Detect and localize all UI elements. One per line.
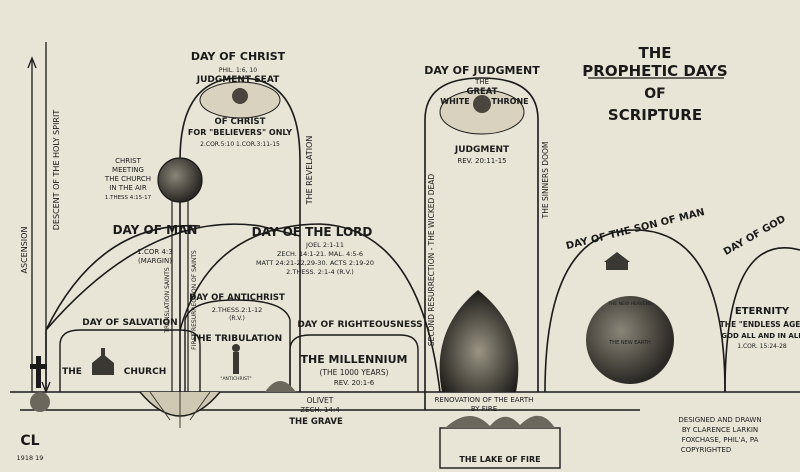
new-heavens-tent <box>604 252 630 270</box>
antichrist-figure <box>232 344 240 374</box>
tribulation-label: THE TRIBULATION <box>192 334 282 344</box>
sinners-doom-label: THE SINNERS DOOM <box>541 142 550 220</box>
day-of-man-arch <box>45 223 301 392</box>
cross-icon <box>30 356 47 388</box>
judgment-throne: THRONE <box>491 97 528 106</box>
day-of-judgment-title: DAY OF JUDGMENT <box>424 64 540 77</box>
translation-label: TRANSLATION SAINTS <box>164 267 171 334</box>
day-of-man-arch-left <box>45 224 201 331</box>
renovation-flame <box>439 290 519 392</box>
millennium-title: THE MILLENNIUM <box>300 353 407 366</box>
credit-l3: FOXCHASE, PHIL'A, PA <box>682 436 759 444</box>
day-of-christ-arch <box>179 77 301 392</box>
day-of-lord-title: DAY OF THE LORD <box>252 225 373 239</box>
day-of-judgment-arch <box>424 77 539 410</box>
eternity-ages: THE "ENDLESS AGE" <box>720 320 800 329</box>
day-of-christ-ref: PHIL. 1:6, 10 <box>219 67 257 74</box>
church-icon <box>92 348 114 375</box>
day-of-salvation-box <box>59 329 201 392</box>
lake-of-fire <box>439 415 561 469</box>
lord-refs2: ZECH. 14:1-21. MAL. 4:5-6 <box>277 250 363 258</box>
antichrist-ref2: (R.V.) <box>229 315 245 322</box>
judgment-white: WHITE <box>440 97 469 106</box>
descent-label: DESCENT OF THE HOLY SPIRIT <box>52 110 61 231</box>
ground-line <box>10 391 800 411</box>
new-heavens-label: THE NEW HEAVENS <box>607 301 652 307</box>
christ-refs: 2.COR.5:10 1.COR.3:11-15 <box>200 141 280 148</box>
grave-bowl <box>139 391 221 428</box>
lord-refs1: JOEL 2:1-11 <box>305 241 344 249</box>
son-of-man-title: DAY OF THE SON OF MAN <box>565 207 706 252</box>
millennium-box <box>289 334 419 392</box>
ascension-label: ASCENSION <box>20 227 29 274</box>
white-throne-figure <box>473 95 491 113</box>
believers-label: FOR "BELIEVERS" ONLY <box>188 128 292 137</box>
monogram-date: 1918 19 <box>17 454 44 462</box>
new-earth-label: THE NEW EARTH <box>608 340 651 346</box>
antichrist-title: DAY OF ANTICHRIST <box>189 293 285 303</box>
ascension-hill <box>30 392 50 412</box>
church-the: THE <box>62 367 82 377</box>
millennium-ref: REV. 20:1-6 <box>334 379 375 387</box>
antichrist-statue-label: "ANTICHRIST" <box>220 376 251 382</box>
lake-label: THE LAKE OF FIRE <box>459 455 540 464</box>
antichrist-ref1: 2.THESS.2:1-12 <box>212 306 263 314</box>
eternity-ref: 1.COR. 15:24-28 <box>737 343 787 350</box>
revelation-label: THE REVELATION <box>305 136 314 206</box>
tribulation-arch <box>184 299 291 392</box>
day-of-christ-title: DAY OF CHRIST <box>191 50 286 63</box>
christ-meeting-l2: MEETING <box>112 166 144 174</box>
credit-l2: BY CLARENCE LARKIN <box>682 426 758 434</box>
title-line1: THE <box>638 44 671 62</box>
olivet-name: OLIVET <box>307 396 334 405</box>
new-earth-globe <box>586 296 674 384</box>
christ-meeting-globe <box>157 157 203 203</box>
lord-refs3: MATT 24:21-22,29-30. ACTS 2:19-20 <box>256 259 374 267</box>
first-resurrection-label: FIRST RESURRECTION OF SAINTS <box>191 250 198 350</box>
judgment-great: GREAT <box>466 87 497 97</box>
second-resurrection-label: SECOND RESURRECTION - THE WICKED DEAD <box>427 174 436 346</box>
christ-meeting-ref: 1.THESS 4:15-17 <box>105 195 152 201</box>
christ-meeting-l1: CHRIST <box>115 157 142 165</box>
day-of-man-ref1: 1.COR 4:3 <box>137 248 172 256</box>
eternity-god: GOD ALL AND IN ALL <box>721 332 800 340</box>
title-line4: SCRIPTURE <box>608 106 702 124</box>
title-line3: OF <box>644 86 665 102</box>
judgment-the: THE <box>474 78 489 86</box>
credit-l4: COPYRIGHTED <box>681 446 731 454</box>
lord-refs4: 2.THESS. 2:1-4 (R.V.) <box>286 268 354 276</box>
day-of-man-ref2: (MARGIN) <box>138 257 172 265</box>
judgment-word: JUDGMENT <box>454 145 510 155</box>
son-of-man-arch <box>544 229 726 393</box>
monogram: CL <box>20 433 39 449</box>
credit-l1: DESIGNED AND DRAWN <box>678 416 761 424</box>
day-of-god-title: DAY OF GOD <box>722 214 788 258</box>
church-word: CHURCH <box>124 367 167 377</box>
righteousness-label: DAY OF RIGHTEOUSNESS <box>297 320 422 330</box>
millennium-years: (THE 1000 YEARS) <box>319 368 388 377</box>
judgment-seat-label: JUDGMENT SEAT <box>196 75 280 85</box>
day-of-lord-arch <box>179 223 441 393</box>
christ-meeting-l3: THE CHURCH <box>104 175 151 183</box>
christ-meeting-l4: IN THE AIR <box>109 184 147 192</box>
renovation-l2: BY FIRE <box>471 405 497 413</box>
olivet-ref: ZECH. 14:4 <box>300 406 340 414</box>
title-line2: PROPHETIC DAYS <box>582 62 727 80</box>
rapture-column <box>171 200 189 392</box>
renovation-l1: RENOVATION OF THE EARTH <box>435 396 534 404</box>
judgment-seat-figure <box>232 88 248 104</box>
day-of-god-arch <box>724 247 800 393</box>
of-christ-label: OF CHRIST <box>215 117 266 127</box>
grave-label: THE GRAVE <box>289 417 343 427</box>
eternity-title: ETERNITY <box>735 306 790 317</box>
day-of-salvation-label: DAY OF SALVATION <box>82 318 177 328</box>
judgment-ref: REV. 20:11-15 <box>457 157 506 165</box>
day-of-man-title: DAY OF MAN <box>113 223 198 237</box>
olivet-mountain <box>265 381 296 392</box>
